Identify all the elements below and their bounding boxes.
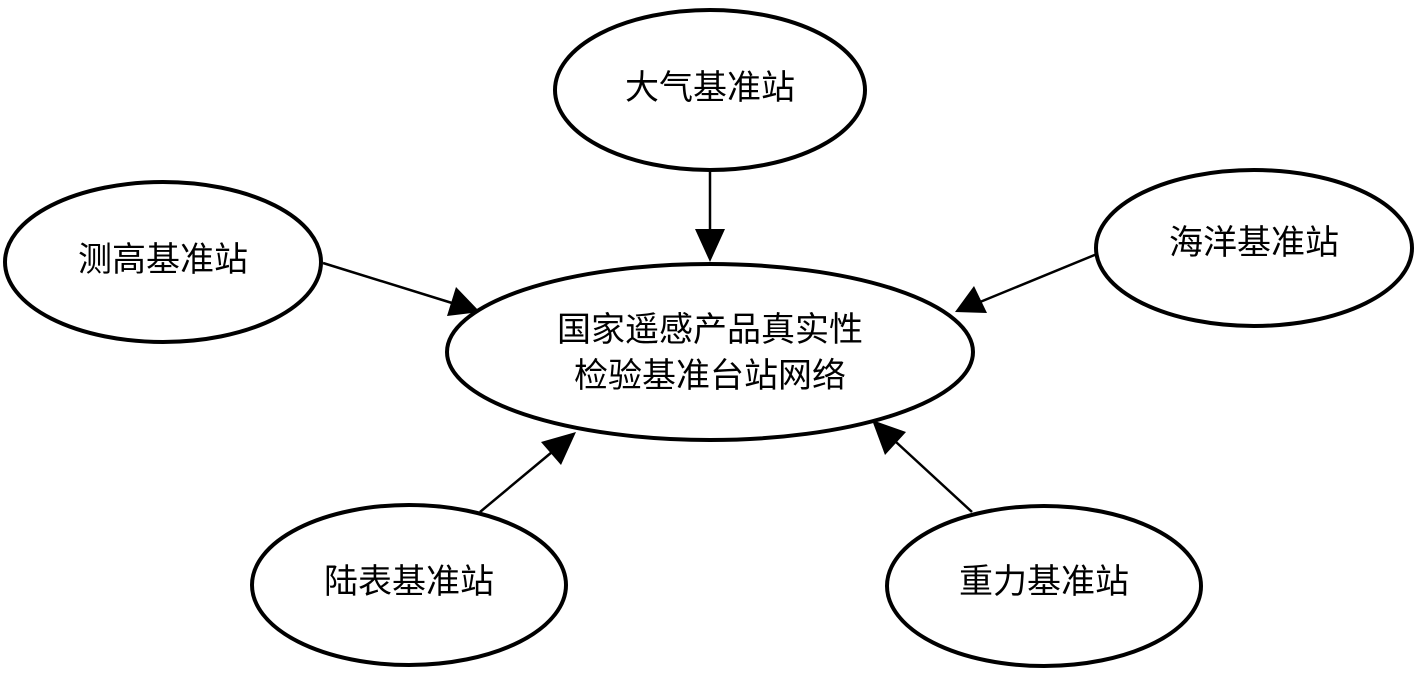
node-altimetry-label: 测高基准站 xyxy=(78,240,248,280)
arrowhead xyxy=(447,287,480,316)
edge-ocean-to-center xyxy=(955,252,1098,313)
node-gravity: 重力基准站 xyxy=(885,504,1203,668)
edge-altimetry-to-center xyxy=(322,261,480,316)
arrowhead xyxy=(872,420,906,455)
node-altimetry: 测高基准站 xyxy=(3,180,323,344)
node-ocean: 海洋基准站 xyxy=(1094,168,1414,328)
node-gravity-label: 重力基准站 xyxy=(959,562,1129,602)
edge-gravity-to-center xyxy=(872,420,973,513)
edge-atmosphere-to-center xyxy=(695,172,725,262)
arrowhead xyxy=(955,286,987,313)
node-atmosphere: 大气基准站 xyxy=(553,8,867,172)
edge-land-to-center xyxy=(479,432,576,513)
arrowhead xyxy=(541,432,576,465)
edges xyxy=(322,172,1098,513)
node-ocean-label: 海洋基准站 xyxy=(1169,223,1339,263)
node-center-label-line1: 国家遥感产品真实性 xyxy=(557,310,863,350)
node-center-label-line2: 检验基准台站网络 xyxy=(574,356,846,396)
node-land-label: 陆表基准站 xyxy=(324,562,494,602)
node-atmosphere-label: 大气基准站 xyxy=(625,68,795,108)
node-center: 国家遥感产品真实性 检验基准台站网络 xyxy=(445,262,975,442)
arrowhead xyxy=(695,229,725,262)
node-land: 陆表基准站 xyxy=(250,503,568,667)
